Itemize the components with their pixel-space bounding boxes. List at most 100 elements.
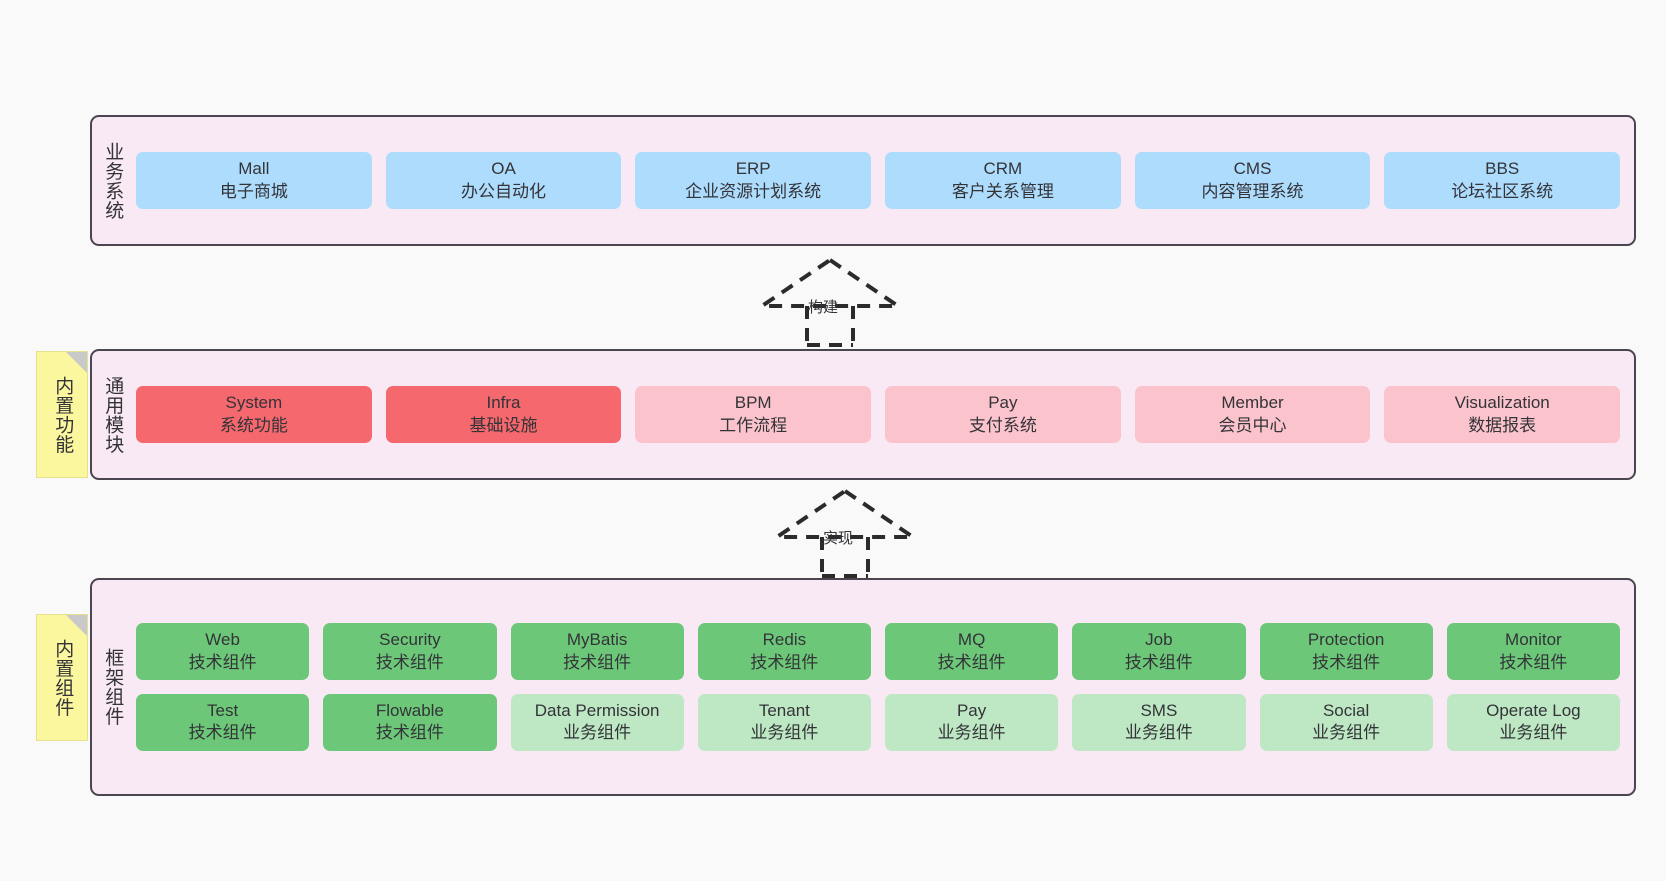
node-label-en: Pay xyxy=(956,701,987,720)
node-label-cn: 技术组件 xyxy=(750,652,819,672)
node-label-cn: 工作流程 xyxy=(719,415,788,435)
node-label-cn: 业务组件 xyxy=(750,723,819,743)
note-label: 内置功能 xyxy=(52,375,74,454)
node-monitor[interactable]: Monitor 技术组件 xyxy=(1446,623,1620,680)
node-operate-log[interactable]: Operate Log 业务组件 xyxy=(1446,694,1620,751)
node-label-en: Web xyxy=(205,630,240,650)
node-visualization[interactable]: Visualization 数据报表 xyxy=(1384,386,1621,443)
node-label-en: Test xyxy=(207,701,239,720)
node-label-cn: 技术组件 xyxy=(937,652,1006,672)
node-label-en: Tenant xyxy=(758,701,810,720)
node-flowable[interactable]: Flowable 技术组件 xyxy=(323,694,497,751)
node-label-cn: 数据报表 xyxy=(1468,415,1537,435)
node-row: Test 技术组件 Flowable 技术组件 Data Permission … xyxy=(136,694,1620,751)
node-system[interactable]: System 系统功能 xyxy=(136,386,372,443)
node-label-en: SMS xyxy=(1140,701,1178,720)
node-label-cn: 会员中心 xyxy=(1218,415,1287,435)
node-label-en: System xyxy=(225,393,283,413)
node-security[interactable]: Security 技术组件 xyxy=(323,623,497,680)
node-web[interactable]: Web 技术组件 xyxy=(136,623,310,680)
node-pay-component[interactable]: Pay 业务组件 xyxy=(885,694,1059,751)
node-label-cn: 内容管理系统 xyxy=(1201,181,1304,201)
layer-common-modules[interactable]: 通用模块 System 系统功能 Infra 基础设施 BPM 工作流程 Pay… xyxy=(90,349,1636,480)
node-label-cn: 办公自动化 xyxy=(461,181,546,201)
node-row: Mall 电子商城 OA 办公自动化 ERP 企业资源计划系统 CRM 客户关系… xyxy=(136,152,1621,209)
node-bbs[interactable]: BBS 论坛社区系统 xyxy=(1384,152,1621,209)
node-label-en: MyBatis xyxy=(566,630,628,650)
node-erp[interactable]: ERP 企业资源计划系统 xyxy=(635,152,872,209)
node-label-en: Monitor xyxy=(1505,630,1562,650)
node-label-cn: 业务组件 xyxy=(563,723,632,743)
layer-body-framework-components: Web 技术组件 Security 技术组件 MyBatis 技术组件 Redi… xyxy=(132,580,1634,794)
arrowhead-hollow-triangle xyxy=(770,488,920,539)
arrow-stem xyxy=(805,306,855,347)
node-label-en: Redis xyxy=(762,630,807,650)
node-oa[interactable]: OA 办公自动化 xyxy=(385,152,622,209)
node-sms[interactable]: SMS 业务组件 xyxy=(1072,694,1246,751)
node-redis[interactable]: Redis 技术组件 xyxy=(697,623,871,680)
node-cms[interactable]: CMS 内容管理系统 xyxy=(1134,152,1371,209)
node-bpm[interactable]: BPM 工作流程 xyxy=(635,386,872,443)
node-label-cn: 业务组件 xyxy=(1499,723,1568,743)
node-label-en: Flowable xyxy=(375,701,444,720)
node-row: System 系统功能 Infra 基础设施 BPM 工作流程 Pay 支付系统… xyxy=(136,386,1621,443)
node-label-en: Protection xyxy=(1307,630,1385,650)
node-label-cn: 企业资源计划系统 xyxy=(685,181,822,201)
node-label-en: Security xyxy=(379,630,441,650)
note-label: 内置组件 xyxy=(52,638,74,717)
node-infra[interactable]: Infra 基础设施 xyxy=(385,386,622,443)
note-builtin-components: 内置组件 xyxy=(36,614,88,741)
node-member[interactable]: Member 会员中心 xyxy=(1134,386,1371,443)
node-label-cn: 系统功能 xyxy=(219,415,288,435)
node-label-en: BPM xyxy=(734,393,772,413)
arrowhead-hollow-triangle xyxy=(755,257,905,308)
node-label-cn: 技术组件 xyxy=(188,723,257,743)
node-label-cn: 业务组件 xyxy=(937,723,1006,743)
node-label-en: BBS xyxy=(1485,159,1520,179)
node-label-cn: 技术组件 xyxy=(1312,652,1381,672)
node-label-cn: 业务组件 xyxy=(1312,723,1381,743)
node-label-cn: 业务组件 xyxy=(1124,723,1193,743)
node-job[interactable]: Job 技术组件 xyxy=(1072,623,1246,680)
node-label-en: Infra xyxy=(486,393,521,413)
node-label-en: Social xyxy=(1322,701,1370,720)
node-label-en: Job xyxy=(1145,630,1173,650)
node-label-en: Mall xyxy=(238,159,270,179)
node-label-en: CMS xyxy=(1233,159,1272,179)
layer-title-common-modules: 通用模块 xyxy=(102,375,124,454)
connector-build: 构建 xyxy=(755,257,925,347)
layer-title-business-systems: 业务系统 xyxy=(102,141,124,220)
arrow-stem xyxy=(820,537,870,578)
node-social[interactable]: Social 业务组件 xyxy=(1259,694,1433,751)
layer-body-common-modules: System 系统功能 Infra 基础设施 BPM 工作流程 Pay 支付系统… xyxy=(132,351,1634,478)
node-label-en: CRM xyxy=(983,159,1023,179)
node-label-en: Visualization xyxy=(1454,393,1550,413)
node-test[interactable]: Test 技术组件 xyxy=(136,694,310,751)
node-pay-module[interactable]: Pay 支付系统 xyxy=(885,386,1121,443)
node-label-en: OA xyxy=(491,159,516,179)
layer-body-business-systems: Mall 电子商城 OA 办公自动化 ERP 企业资源计划系统 CRM 客户关系… xyxy=(132,117,1634,244)
node-label-cn: 客户关系管理 xyxy=(951,181,1054,201)
connector-implement: 实现 xyxy=(770,488,940,578)
node-label-cn: 技术组件 xyxy=(375,723,444,743)
node-tenant[interactable]: Tenant 业务组件 xyxy=(697,694,871,751)
node-row: Web 技术组件 Security 技术组件 MyBatis 技术组件 Redi… xyxy=(136,623,1620,680)
note-fold-corner xyxy=(66,615,87,636)
connector-label-implement: 实现 xyxy=(823,530,854,547)
layer-framework-components[interactable]: 框架组件 Web 技术组件 Security 技术组件 MyBatis 技术组件… xyxy=(90,578,1636,796)
node-label-cn: 技术组件 xyxy=(1124,652,1193,672)
node-label-cn: 技术组件 xyxy=(563,652,632,672)
node-label-en: Data Permission xyxy=(534,701,660,720)
node-crm[interactable]: CRM 客户关系管理 xyxy=(885,152,1121,209)
node-label-cn: 支付系统 xyxy=(968,415,1037,435)
node-label-en: Pay xyxy=(988,393,1018,413)
layer-business-systems[interactable]: 业务系统 Mall 电子商城 OA 办公自动化 ERP 企业资源计划系统 CRM… xyxy=(90,115,1636,246)
node-mall[interactable]: Mall 电子商城 xyxy=(136,152,372,209)
node-mq[interactable]: MQ 技术组件 xyxy=(885,623,1059,680)
node-label-en: MQ xyxy=(957,630,986,650)
node-label-cn: 技术组件 xyxy=(375,652,444,672)
node-mybatis[interactable]: MyBatis 技术组件 xyxy=(510,623,684,680)
node-protection[interactable]: Protection 技术组件 xyxy=(1259,623,1433,680)
node-label-en: Member xyxy=(1221,393,1284,413)
node-data-permission[interactable]: Data Permission 业务组件 xyxy=(510,694,684,751)
